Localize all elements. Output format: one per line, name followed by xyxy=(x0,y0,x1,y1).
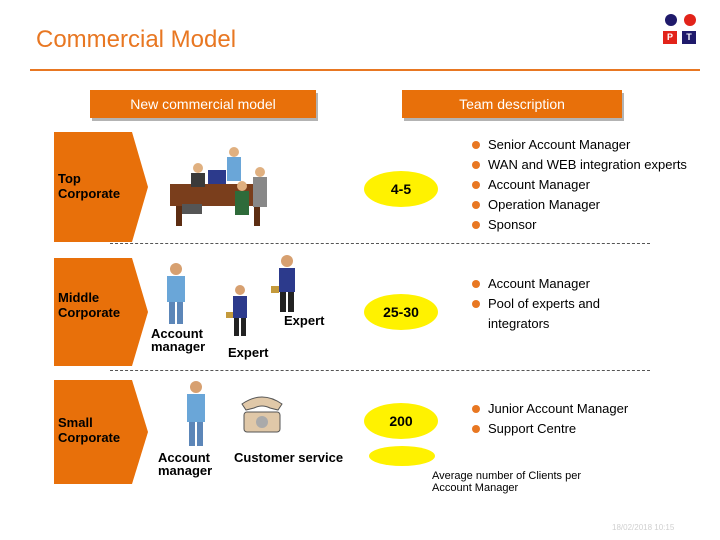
account-manager-figure xyxy=(187,381,205,446)
list-item: Junior Account Manager xyxy=(472,399,692,419)
legend-swatch xyxy=(369,446,435,466)
team-list-small: Junior Account Manager Support Centre xyxy=(472,399,692,439)
figure-label-expert: Expert xyxy=(228,345,269,360)
client-count-top: 4-5 xyxy=(364,171,438,207)
footer-timestamp: 18/02/2018 10:15 xyxy=(612,523,675,532)
figure-label-line: Account xyxy=(158,450,210,465)
client-count-middle: 25-30 xyxy=(364,294,438,330)
segment-divider xyxy=(110,243,650,244)
logo-dot-right xyxy=(684,14,696,26)
list-item: WAN and WEB integration experts xyxy=(472,155,712,175)
list-item: Sponsor xyxy=(472,215,712,235)
list-item: Account Manager xyxy=(472,274,642,294)
segment-arrow-small xyxy=(54,380,148,484)
account-manager-figure xyxy=(167,263,185,324)
meeting-team-illustration xyxy=(170,147,267,226)
logo-letter-left: P xyxy=(663,31,677,44)
logo-letter-right: T xyxy=(682,31,696,44)
figure-label-line: manager xyxy=(151,339,206,354)
logo-dot-left xyxy=(665,14,677,26)
team-list-middle: Account Manager Pool of experts and inte… xyxy=(472,274,642,334)
list-item: Operation Manager xyxy=(472,195,712,215)
segment-label-line: Middle xyxy=(58,290,100,305)
figure-label-account-manager: Account manager xyxy=(151,327,205,353)
list-item: Account Manager xyxy=(472,175,712,195)
segment-label-line: Small xyxy=(58,415,93,430)
figure-label-expert: Expert xyxy=(284,313,325,328)
segment-label-middle: Middle Corporate xyxy=(58,290,120,320)
segment-label-line: Top xyxy=(58,171,81,186)
segment-arrow-top xyxy=(54,132,148,242)
list-item: Support Centre xyxy=(472,419,692,439)
header-new-commercial-model: New commercial model xyxy=(90,90,316,118)
expert-figure xyxy=(226,285,247,336)
list-item: Pool of experts and integrators xyxy=(472,294,642,334)
expert-figure xyxy=(271,255,295,312)
segment-label-small: Small Corporate xyxy=(58,415,120,445)
page-title: Commercial Model xyxy=(36,26,237,53)
list-item: Senior Account Manager xyxy=(472,135,712,155)
figure-label-line: Account xyxy=(151,326,203,341)
figure-label-account-manager: Account manager xyxy=(158,451,212,477)
segment-label-top: Top Corporate xyxy=(58,171,120,201)
telephone-icon xyxy=(241,396,283,433)
segment-divider xyxy=(110,370,650,371)
segment-arrow-middle xyxy=(54,258,148,366)
segment-label-line: Corporate xyxy=(58,305,121,320)
team-list-top: Senior Account Manager WAN and WEB integ… xyxy=(472,135,712,235)
figure-label-customer-service: Customer service xyxy=(234,450,344,465)
header-team-description: Team description xyxy=(402,90,622,118)
company-logo: P T xyxy=(663,14,699,48)
segment-label-line: Corporate xyxy=(58,430,121,445)
title-divider xyxy=(30,69,700,71)
figure-label-line: manager xyxy=(158,463,213,478)
client-count-small: 200 xyxy=(364,403,438,439)
legend-text: Average number of Clients per Account Ma… xyxy=(432,470,581,494)
segment-label-line: Corporate xyxy=(58,186,121,201)
